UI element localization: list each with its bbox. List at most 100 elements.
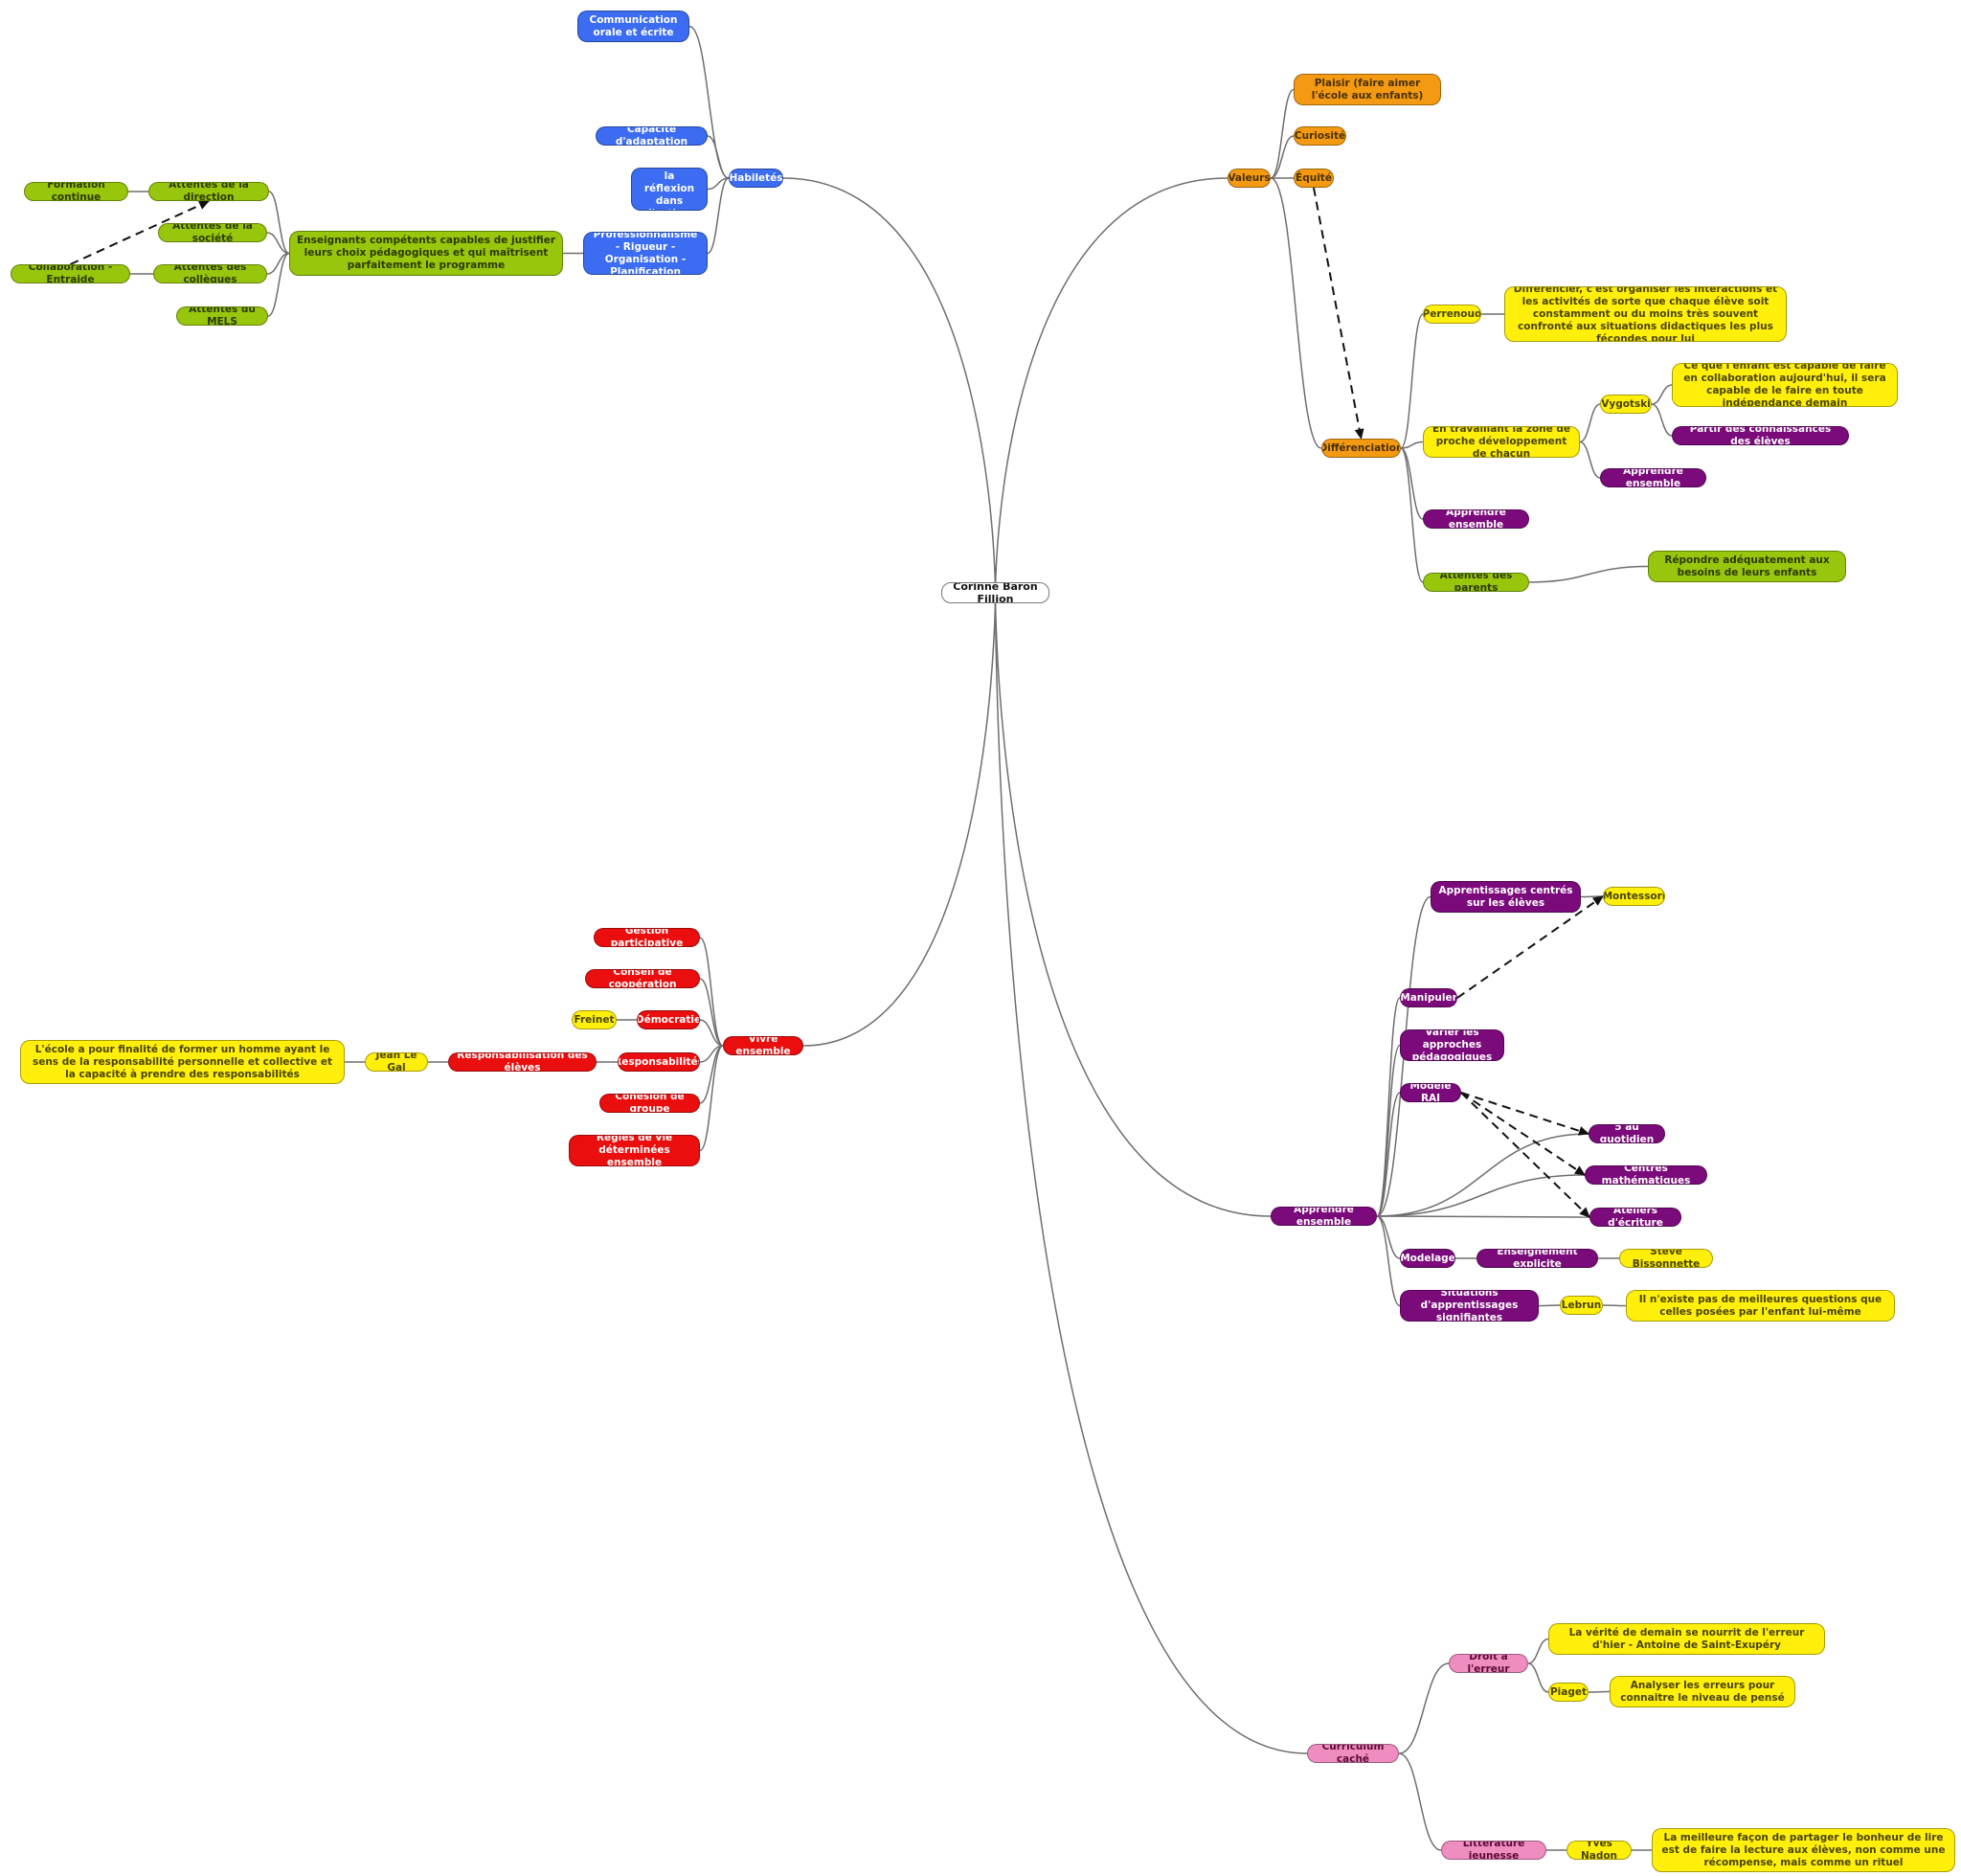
node-5-au-quotidien[interactable]: 5 au quotidien	[1589, 1124, 1665, 1143]
connector-diff-appr2	[1400, 447, 1424, 520]
node-repondre-besoins[interactable]: Répondre adéquatement aux besoins de leu…	[1648, 551, 1846, 582]
dashed-arrow-manip-mont	[1456, 895, 1604, 999]
connector-apens-situ	[1376, 1215, 1401, 1307]
node-communication[interactable]: Communication orale et écrite	[577, 11, 689, 42]
connector-ens-att_soc	[266, 232, 290, 255]
node-enseignants-competents[interactable]: Enseignants compétents capables de justi…	[289, 231, 563, 276]
node-apprendre-ensemble-diff[interactable]: Apprendre ensemble	[1423, 509, 1529, 529]
node-varier-approches[interactable]: Varier les approches pédagogiques	[1400, 1029, 1504, 1061]
node-curiosite[interactable]: Curiosité	[1294, 126, 1346, 146]
node-yves-nadon-quote[interactable]: La meilleure façon de partager le bonheu…	[1652, 1828, 1955, 1872]
node-partir-connaissances[interactable]: Partir des connaissances des élèves	[1672, 426, 1849, 445]
node-freinet[interactable]: Freinet	[572, 1010, 617, 1029]
node-perrenoud[interactable]: Perrenoud	[1423, 305, 1481, 324]
node-lebrun[interactable]: Lebrun	[1560, 1296, 1603, 1315]
node-attentes-direction[interactable]: Attentes de la direction	[148, 182, 269, 201]
node-apprendre-ensemble-vyg[interactable]: Apprendre ensemble	[1600, 468, 1706, 487]
node-plaisir[interactable]: Plaisir (faire aimer l'école aux enfants…	[1294, 74, 1441, 105]
node-democratie[interactable]: Démocratie	[637, 1010, 700, 1029]
connector-apens-rai	[1376, 1092, 1401, 1217]
connector-hab-comm	[688, 25, 730, 179]
node-modelage[interactable]: Modelage	[1400, 1249, 1455, 1268]
node-ateliers-ecriture[interactable]: Ateliers d'écriture	[1589, 1208, 1681, 1227]
node-reinvestir[interactable]: Réinvestir la réflexion dans l'action	[631, 168, 708, 211]
node-differenciation[interactable]: Différenciation	[1321, 439, 1401, 458]
connector-zone-vyg	[1579, 403, 1601, 443]
node-montessori[interactable]: Montessori	[1603, 887, 1665, 906]
connector-curr-droit	[1398, 1662, 1450, 1754]
connector-val-curio	[1270, 135, 1295, 179]
node-vivre-ensemble[interactable]: Vivre ensemble	[723, 1036, 803, 1055]
node-zone-proche[interactable]: En travaillant la zone de proche dévelop…	[1423, 426, 1580, 458]
node-lebrun-quote[interactable]: Il n'existe pas de meilleures questions …	[1626, 1290, 1895, 1322]
node-litterature-jeunesse[interactable]: Littérature jeunesse	[1441, 1841, 1546, 1860]
node-droit-erreur[interactable]: Droit à l'erreur	[1449, 1654, 1528, 1673]
connector-apens-manip	[1376, 997, 1401, 1217]
dashed-arrow-rai-cinq	[1460, 1092, 1589, 1136]
node-attentes-mels[interactable]: Attentes du MELS	[176, 306, 268, 326]
connector-apens-atel	[1376, 1215, 1590, 1218]
node-situations-apprentissages[interactable]: Situations d'apprentissages signifiantes	[1400, 1290, 1539, 1322]
node-apprendre-ensemble[interactable]: Apprendre ensemble	[1271, 1207, 1377, 1226]
node-professionnalisme[interactable]: Professionnalisme - Rigueur - Organisati…	[583, 232, 708, 275]
central-topic[interactable]: Corinne Baron Fillion	[941, 582, 1049, 603]
node-habiletes[interactable]: Habiletés	[729, 169, 783, 188]
node-manipuler[interactable]: Manipuler	[1400, 988, 1457, 1007]
connector-vyg-vyg_q	[1651, 384, 1673, 405]
connector-diff-att_par	[1400, 447, 1424, 583]
connector-apens-cmath	[1376, 1174, 1586, 1217]
node-enseignement-explicite[interactable]: Enseignement explicite	[1476, 1249, 1598, 1268]
connector-piaget-analy	[1588, 1690, 1611, 1693]
connector-center-val	[994, 177, 1228, 594]
connector-vivre-gest	[699, 937, 724, 1047]
node-curriculum-cache[interactable]: Curriculum caché	[1307, 1744, 1399, 1763]
dashed-arrow-equite-diff	[1313, 187, 1364, 440]
connector-val-plaisir	[1270, 88, 1295, 179]
connector-att_par-rep	[1528, 565, 1649, 583]
connector-diff-zone	[1400, 441, 1424, 449]
node-adaptation[interactable]: Capacité d'adaptation	[596, 126, 708, 146]
node-piaget[interactable]: Piaget	[1548, 1683, 1589, 1702]
node-cohesion-groupe[interactable]: Cohésion de groupe	[599, 1094, 700, 1113]
connector-lebrun-lebrun_q	[1602, 1304, 1627, 1307]
connector-center-vivre	[802, 592, 997, 1047]
node-attentes-societe[interactable]: Attentes de la société	[158, 223, 267, 242]
node-regles-vie[interactable]: Règles de vie déterminées ensemble	[569, 1135, 700, 1166]
node-valeurs[interactable]: Valeurs	[1228, 169, 1271, 188]
node-conseil-cooperation[interactable]: Conseil de coopération	[585, 969, 700, 988]
node-jean-le-gal[interactable]: Jean Le Gal	[365, 1052, 428, 1072]
node-verite-quote[interactable]: La vérité de demain se nourrit de l'erre…	[1548, 1623, 1825, 1655]
node-yves-nadon[interactable]: Yves Nadon	[1567, 1841, 1632, 1860]
node-equite[interactable]: Équité	[1294, 169, 1334, 188]
dashed-arrow-rai-cmath	[1460, 1092, 1586, 1176]
connector-hab-prof	[707, 177, 730, 255]
node-responsabilites[interactable]: Responsabilités	[618, 1052, 700, 1072]
node-attentes-collegues[interactable]: Attentes des collègues	[153, 264, 267, 283]
connector-center-hab	[782, 177, 997, 594]
dashed-arrow-rai-atel	[1460, 1092, 1590, 1218]
node-jean-le-gal-quote[interactable]: L'école a pour finalité de former un hom…	[20, 1040, 345, 1084]
node-analyser-erreurs[interactable]: Analyser les erreurs pour connaitre le n…	[1610, 1676, 1795, 1707]
node-centres-mathematiques[interactable]: Centres mathématiques	[1585, 1165, 1707, 1185]
node-formation-continue[interactable]: Formation continue	[24, 182, 128, 201]
connector-ens-att_mels	[267, 252, 290, 317]
node-gestion-participative[interactable]: Gestion participative	[594, 928, 700, 947]
node-collaboration-entraide[interactable]: Collaboration - Entraide	[11, 264, 130, 283]
node-vygotski[interactable]: Vygotski	[1600, 395, 1652, 414]
connector-hab-adapt	[707, 135, 730, 179]
node-modele-rai[interactable]: Modèle RAI	[1400, 1083, 1461, 1102]
node-vygotski-quote[interactable]: Ce que l'enfant est capable de faire en …	[1672, 363, 1898, 407]
node-perrenoud-quote[interactable]: Différencier, c'est organiser les intera…	[1504, 286, 1787, 342]
connector-center-apens	[994, 592, 1272, 1217]
node-responsabilisation-eleves[interactable]: Responsabilisation des élèves	[448, 1052, 597, 1072]
connector-ens-att_dir	[268, 191, 290, 255]
node-apprentissages-centres[interactable]: Apprentissages centrés sur les élèves	[1431, 881, 1581, 913]
connector-droit-verite	[1527, 1638, 1549, 1664]
connector-val-diff	[1270, 177, 1322, 449]
node-steve-bissonnette[interactable]: Steve Bissonnette	[1619, 1249, 1713, 1268]
node-attentes-parents[interactable]: Attentes des parents	[1423, 573, 1529, 592]
connector-vivre-regles	[699, 1045, 724, 1152]
connector-vivre-cons	[699, 978, 724, 1047]
connector-curr-litt	[1398, 1752, 1442, 1851]
